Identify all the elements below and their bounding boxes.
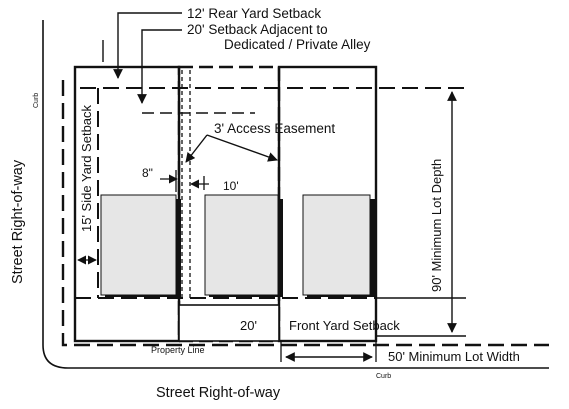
gap-8-label: 8" bbox=[142, 166, 153, 180]
property-line-boundary bbox=[61, 80, 549, 347]
easement-leader-right bbox=[206, 134, 278, 162]
alley-setback-label-1: 20' Setback Adjacent to bbox=[187, 22, 328, 37]
rear-setback-label: 12' Rear Yard Setback bbox=[187, 6, 321, 21]
building-2 bbox=[204, 194, 279, 296]
gap-10-label: 10' bbox=[223, 179, 239, 193]
front-setback-label: Front Yard Setback bbox=[289, 318, 400, 333]
easement-leader-left bbox=[185, 134, 208, 163]
rear-setback-leader bbox=[113, 12, 182, 79]
street-label-left: Street Right-of-way bbox=[10, 159, 26, 284]
curb-line bbox=[42, 20, 549, 369]
curb-label-top: Curb bbox=[33, 93, 40, 108]
side-setback-label: 15' Side Yard Setback bbox=[79, 104, 94, 232]
building-3 bbox=[302, 194, 371, 296]
access-easement-label: 3' Access Easement bbox=[214, 121, 335, 136]
front-20-label: 20' bbox=[240, 318, 257, 333]
curb-label-bottom: Curb bbox=[376, 373, 391, 380]
property-line-label: Property Line bbox=[151, 345, 205, 355]
building-1 bbox=[100, 194, 177, 296]
lot-width-label: 50' Minimum Lot Width bbox=[388, 349, 520, 364]
alley-setback-leader bbox=[137, 29, 182, 104]
street-label-bottom: Street Right-of-way bbox=[156, 385, 281, 401]
lot-depth-label: 90' Minimum Lot Depth bbox=[429, 159, 444, 292]
front-setback-box bbox=[178, 304, 280, 342]
alley-setback-label-2: Dedicated / Private Alley bbox=[224, 37, 371, 52]
